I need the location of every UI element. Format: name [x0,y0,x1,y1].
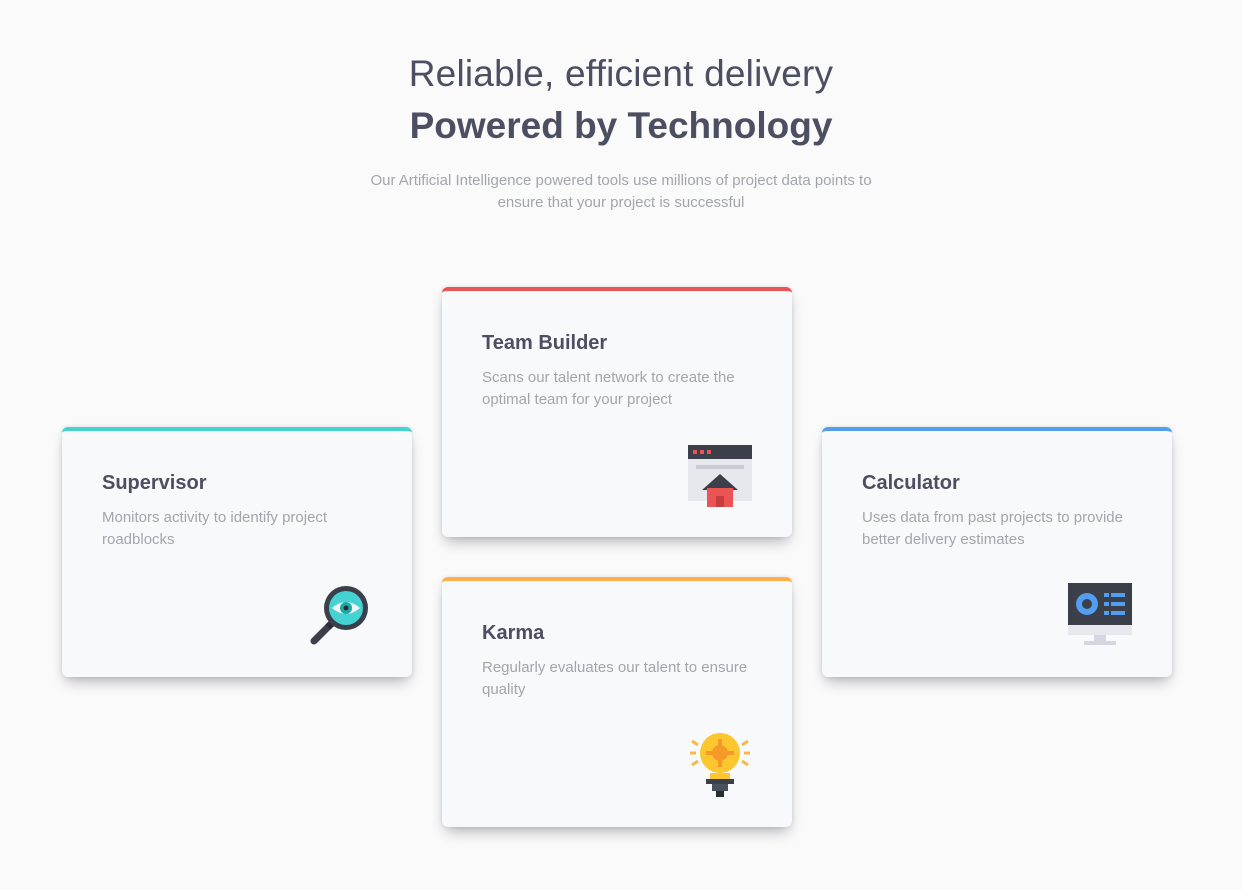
card-calculator: Calculator Uses data from past projects … [822,427,1172,677]
card-team-builder: Team Builder Scans our talent network to… [442,287,792,537]
card-supervisor: Supervisor Monitors activity to identify… [62,427,412,677]
card-description: Regularly evaluates our talent to ensure… [482,659,748,698]
card-description: Uses data from past projects to provide … [862,509,1123,548]
headline-bold: Powered by Technology [409,105,833,146]
intro-text: Our Artificial Intelligence powered tool… [370,172,872,211]
monitor-chart-icon [1068,583,1132,647]
card-karma: Karma Regularly evaluates our talent to … [442,577,792,827]
lightbulb-icon [688,733,752,797]
browser-house-icon [688,443,752,507]
card-description: Monitors activity to identify project ro… [102,509,328,548]
card-title: Supervisor [102,472,207,494]
card-title: Karma [482,622,545,644]
card-description: Scans our talent network to create the o… [482,369,735,408]
headline-light: Reliable, efficient delivery [408,53,834,94]
card-title: Calculator [862,472,960,494]
magnifier-eye-icon [308,583,372,647]
page-header: Reliable, efficient delivery Powered by … [0,50,1242,214]
card-title: Team Builder [482,332,608,354]
